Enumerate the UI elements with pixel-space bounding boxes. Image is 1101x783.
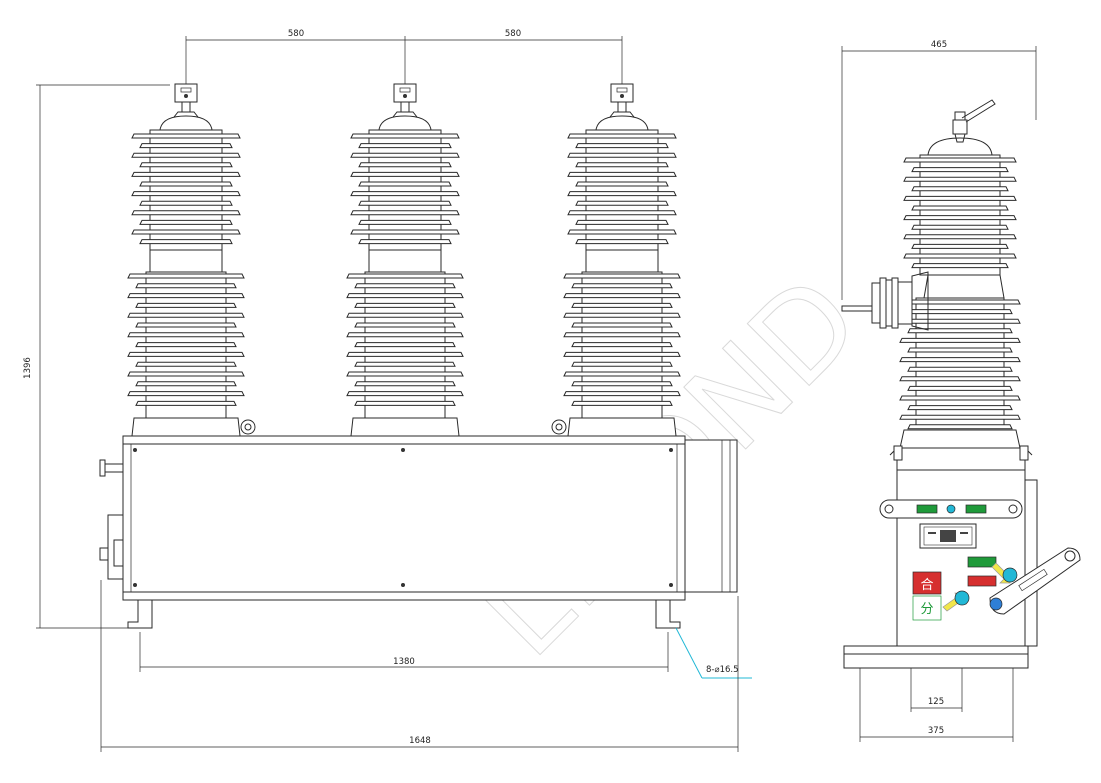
side-bushing — [841, 271, 929, 331]
dim-base-inner-label: 125 — [928, 697, 944, 707]
side-insulator — [899, 137, 1021, 449]
dim-top-left: 580 — [288, 29, 304, 39]
mechanism-box: 合 分 — [879, 445, 1081, 647]
knob-blue-3 — [989, 597, 1003, 611]
indicator-green-2 — [965, 504, 987, 514]
dim-total-label: 1648 — [409, 736, 431, 746]
insulator-pole-1 — [127, 83, 245, 437]
dim-base-inner: 125 — [910, 668, 963, 712]
close-indicator — [912, 571, 942, 595]
knob-blue-2 — [954, 590, 970, 606]
dim-total: 1648 — [100, 580, 739, 752]
insulator-pole — [127, 83, 681, 437]
indicator-green-1 — [916, 504, 938, 514]
counter-red — [967, 575, 997, 587]
side-terminal — [952, 99, 996, 143]
dim-height: 1396 — [23, 84, 170, 629]
side-base — [843, 645, 1029, 669]
dim-width: 465 — [841, 40, 1037, 300]
open-indicator-label: 分 — [920, 602, 933, 617]
dim-base-outer-label: 375 — [928, 726, 944, 736]
insulator-pole-3 — [563, 83, 681, 437]
counter-green — [967, 556, 997, 568]
knob-blue-1 — [1002, 567, 1018, 583]
hand-lever — [989, 547, 1081, 615]
front-view: 580 580 1396 — [23, 29, 752, 752]
dim-mount: 1380 — [139, 632, 669, 672]
dim-top: 580 580 — [185, 29, 623, 84]
dim-base-outer: 375 — [859, 668, 1014, 742]
dim-top-right: 580 — [505, 29, 521, 39]
open-indicator — [912, 595, 942, 621]
dim-width-label: 465 — [931, 40, 947, 50]
hole-note-label: 8-⌀16.5 — [706, 665, 739, 675]
hole-note: 8-⌀16.5 — [675, 627, 752, 679]
close-indicator-label: 合 — [920, 578, 933, 593]
dim-mount-label: 1380 — [393, 657, 415, 667]
insulator-pole-2 — [346, 83, 464, 437]
side-view: 465 — [841, 40, 1081, 742]
tank-body — [99, 419, 738, 629]
dim-height-label: 1396 — [23, 357, 33, 379]
